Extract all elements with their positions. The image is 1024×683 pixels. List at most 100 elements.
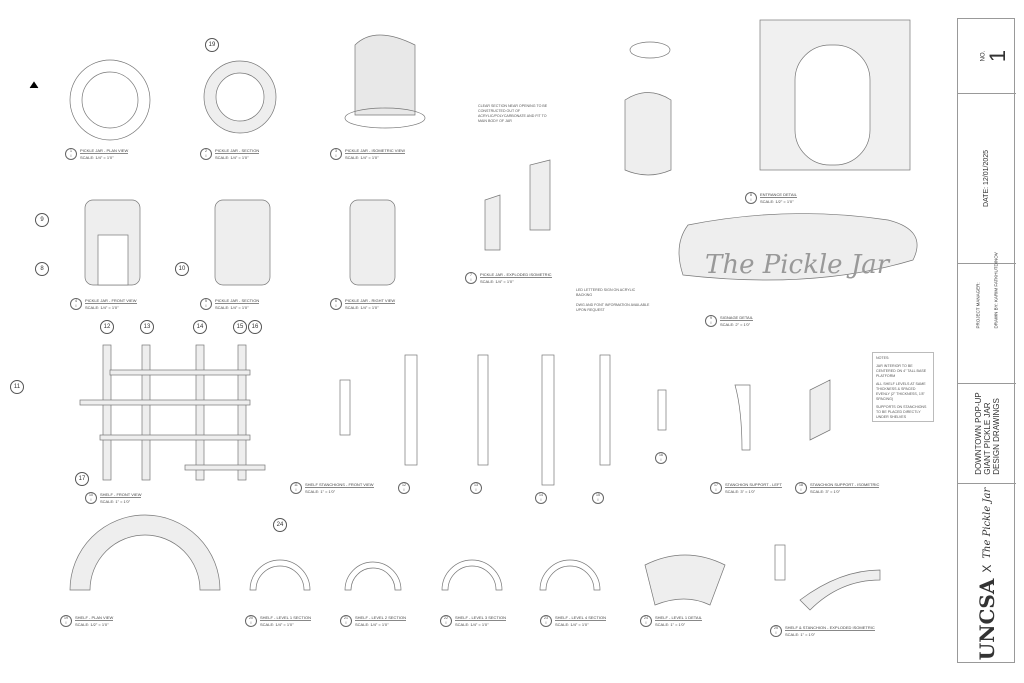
view-scale: SCALE: 3" = 1'0" — [725, 487, 782, 494]
view-scale: SCALE: 1/4" = 1'0" — [355, 620, 406, 627]
level1-section — [249, 559, 311, 591]
sign-script-text: The Pickle Jar — [705, 250, 890, 280]
view-scale: SCALE: 1/4" = 1'0" — [345, 303, 396, 310]
jar-isometric — [354, 34, 416, 116]
stanchion-13 — [477, 354, 489, 466]
pickle-jar-logo: The Pickle Jar — [981, 487, 993, 559]
view-scale: SCALE: 1/4" = 1'0" — [85, 303, 137, 310]
callout-tag: 24 — [273, 518, 287, 532]
view-title: PICKLE JAR - RIGHT VIEW — [345, 298, 396, 303]
view-title: SHELF - LEVEL 1 SECTION — [260, 615, 311, 620]
view-title: ENTRANCE DETAIL — [760, 192, 797, 197]
view-scale: SCALE: 1" = 1'0" — [785, 630, 875, 637]
notes-heading: NOTES: — [876, 356, 890, 360]
view-scale: SCALE: 3" = 1'0" — [810, 487, 880, 494]
callout-tag: 14 — [193, 320, 207, 334]
sheet-number-cell: NO. 1 — [958, 19, 1016, 94]
stanchion-support-iso — [809, 379, 831, 441]
jar-lid — [629, 41, 671, 59]
project-manager: PROJECT MANAGER: — [975, 282, 981, 329]
drawn-by: DRAWN BY: KARIM FATKHUTDINOV — [993, 252, 999, 329]
signage-outline — [678, 213, 918, 281]
note-item: SUPPORTS ON STANCHIONS TO BE PLACED DIRE… — [876, 405, 927, 419]
view-scale: SCALE: 1" = 1'0" — [305, 487, 374, 494]
notes-box: NOTES: JAR INTERIOR TO BE CENTERED ON 4"… — [872, 352, 934, 422]
view-scale: SCALE: 1/4" = 1'0" — [80, 153, 129, 160]
callout-tag: 16 — [248, 320, 262, 334]
view-title: SHELF STANCHIONS - FRONT VIEW — [305, 482, 374, 487]
callout-tag: 17 — [75, 472, 89, 486]
uncsa-logo: UNCSA — [975, 578, 999, 661]
view-title: PICKLE JAR - SECTION — [215, 298, 260, 303]
stanchion-11 — [339, 379, 351, 436]
view-scale: SCALE: 2" = 1'0" — [720, 320, 754, 327]
note-item: ALL SHELF LEVELS AT SAME THICKNESS & SPA… — [876, 382, 926, 401]
date: DATE: 12/01/2025 — [983, 149, 991, 208]
view-scale: SCALE: 1/4" = 1'0" — [480, 277, 552, 284]
view-scale: SCALE: 1/4" = 1'0" — [260, 620, 311, 627]
date-cell: DATE: 12/01/2025 — [958, 94, 1016, 264]
view-scale: SCALE: 1" = 1'0" — [100, 497, 142, 504]
view-title: PICKLE JAR - EXPLODED ISOMETRIC — [480, 272, 552, 277]
title-block: NO. 1 DATE: 12/01/2025 PROJECT MANAGER: … — [957, 18, 1016, 663]
view-title: SHELF - LEVEL 1 DETAIL — [655, 615, 702, 620]
view-scale: SCALE: 1" = 1'0" — [655, 620, 702, 627]
stanchion-15 — [599, 354, 611, 466]
shelf-front-view — [79, 344, 266, 481]
view-title: SHELF - LEVEL 3 SECTION — [455, 615, 506, 620]
view-title: SHELF - LEVEL 2 SECTION — [355, 615, 406, 620]
view-title: SIGNAGE DETAIL — [720, 315, 754, 320]
jar-body-exploded — [624, 92, 672, 176]
view-scale: SCALE: 1/4" = 1'0" — [215, 153, 260, 160]
title-line: DOWNTOWN POP-UP — [973, 392, 983, 475]
view-title: PICKLE JAR - FRONT VIEW — [85, 298, 137, 303]
callout-tag: 15 — [233, 320, 247, 334]
project-title-cell: DOWNTOWN POP-UP GIANT PICKLE JAR DESIGN … — [958, 384, 1016, 484]
credits-cell: PROJECT MANAGER: DRAWN BY: KARIM FATKHUT… — [958, 252, 1016, 384]
view-title: SHELF & STANCHION - EXPLODED ISOMETRIC — [785, 625, 875, 630]
level3-section — [441, 559, 503, 591]
view-title: STANCHION SUPPORT - LEFT — [725, 482, 782, 487]
callout-tag: 9 — [35, 213, 49, 227]
callout-tag: 10 — [175, 262, 189, 276]
view-title: SHELF - FRONT VIEW — [100, 492, 142, 497]
callout-tag: 19 — [205, 38, 219, 52]
led-sign-note: LED LETTERED SIGN ON ACRYLIC BACKING — [576, 288, 636, 297]
callout-tag: 11 — [10, 380, 24, 394]
stanchion-16 — [657, 389, 667, 431]
view-scale: SCALE: 1/4" = 1'0" — [555, 620, 606, 627]
